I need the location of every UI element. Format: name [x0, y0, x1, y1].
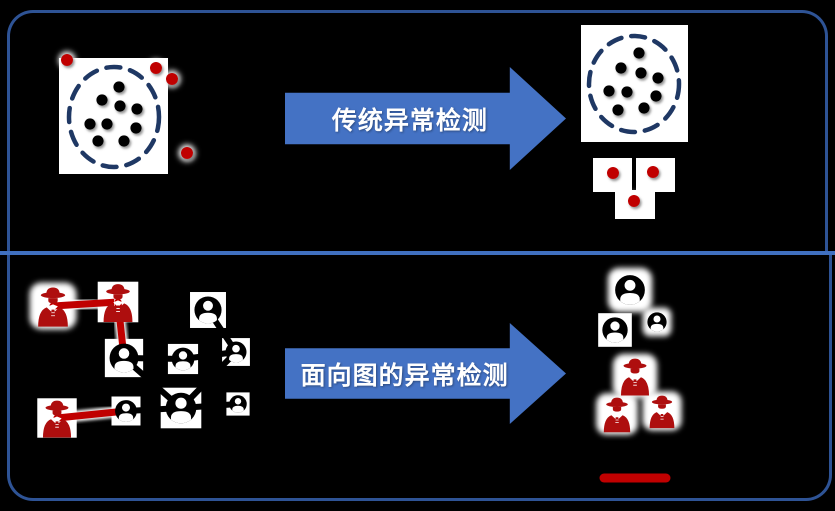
bottom-panel [7, 253, 832, 501]
normal-dot [114, 100, 126, 112]
cluster-background [581, 25, 688, 142]
panel-separator [0, 251, 835, 255]
normal-dot [633, 47, 645, 59]
normal-dot [635, 67, 647, 79]
normal-dot [615, 62, 627, 74]
anomaly-dot [150, 62, 162, 74]
normal-dot [621, 86, 633, 98]
anomaly-dot [166, 73, 178, 85]
normal-dot [96, 94, 108, 106]
cluster-boundary [586, 33, 682, 135]
normal-dot [92, 135, 104, 147]
cluster-boundary [66, 64, 162, 170]
anomaly-edge [53, 407, 130, 422]
normal-dot [638, 102, 650, 114]
anomaly-dot [628, 195, 640, 207]
anomaly-dot [647, 166, 659, 178]
anomaly-dot [181, 147, 193, 159]
normal-dot [650, 90, 662, 102]
normal-dot [652, 72, 664, 84]
top-panel [7, 10, 828, 253]
arrow-graph-label: 面向图的异常检测 [300, 360, 509, 390]
anomaly-dot [607, 167, 619, 179]
arrow-traditional-label: 传统异常检测 [331, 105, 488, 135]
normal-dot [603, 85, 615, 97]
cluster-background [59, 58, 168, 174]
normal-dot [118, 135, 130, 147]
normal-dot [612, 104, 624, 116]
normal-dot [113, 81, 125, 93]
normal-dot [130, 122, 142, 134]
normal-dot [101, 118, 113, 130]
normal-dot [131, 103, 143, 115]
anomaly-edge [49, 298, 122, 310]
anomaly-dot [61, 54, 73, 66]
normal-dot [84, 118, 96, 130]
